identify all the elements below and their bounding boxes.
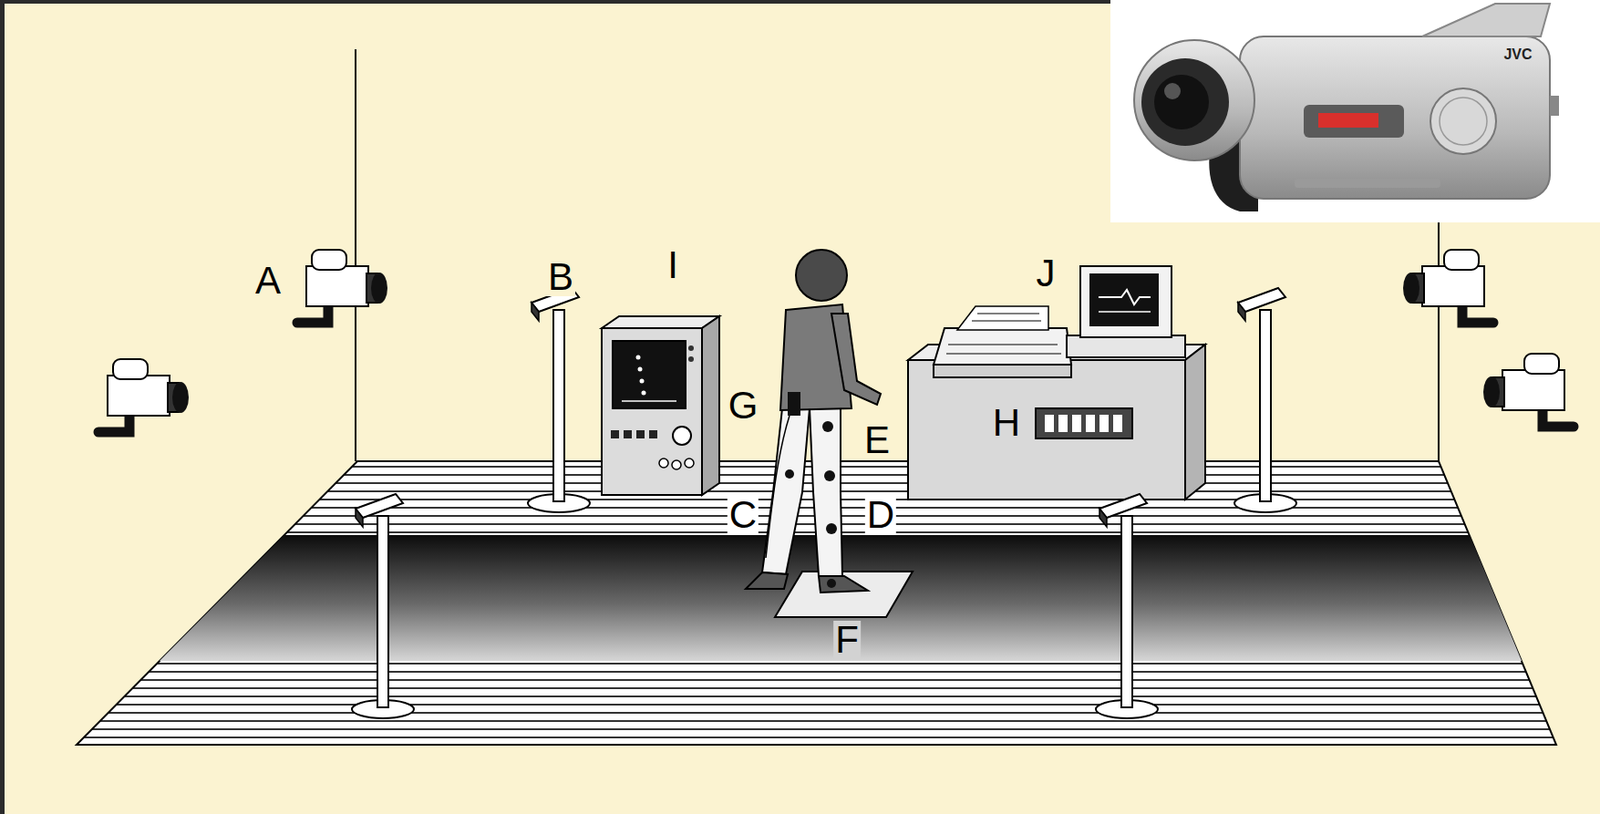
- callout-letter: I: [665, 246, 681, 285]
- callout-letter: B: [546, 258, 576, 297]
- wall-corner: [354, 49, 357, 462]
- callout-letter: D: [865, 495, 897, 535]
- callout-letter: G: [726, 386, 761, 425]
- callout-letter: F: [833, 620, 861, 660]
- callout-letter: H: [990, 403, 1022, 443]
- callout-letter: C: [727, 495, 759, 535]
- callout-letter: E: [862, 421, 892, 460]
- wall-corner: [1437, 222, 1440, 462]
- camera: [1403, 249, 1494, 323]
- callout-letter: J: [1034, 254, 1058, 293]
- camera: [98, 359, 189, 433]
- brand-logo: JVC: [1501, 47, 1534, 62]
- marker-post: [1095, 494, 1158, 719]
- force-plate: [774, 571, 913, 618]
- walking-subject: [745, 249, 881, 593]
- camera: [297, 249, 388, 323]
- frame-edge: [0, 0, 5, 814]
- camcorder-photo: [1110, 0, 1600, 223]
- frame-edge: [0, 0, 1111, 4]
- computer-desk: [908, 266, 1206, 500]
- marker-post: [527, 288, 590, 513]
- monitor-cabinet: [601, 316, 720, 496]
- marker-post: [351, 494, 414, 719]
- marker-post: [1234, 288, 1297, 513]
- callout-letter: A: [253, 261, 283, 300]
- camera: [1483, 353, 1574, 427]
